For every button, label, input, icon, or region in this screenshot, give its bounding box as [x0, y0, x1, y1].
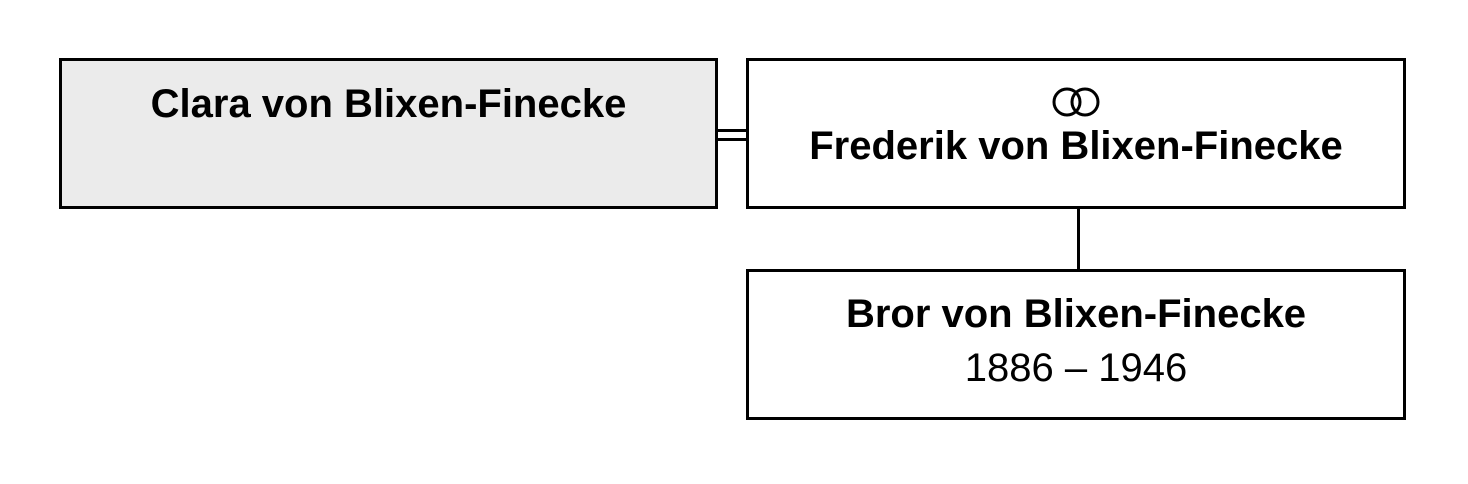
marriage-connector-line — [718, 138, 746, 141]
person-box-frederik[interactable]: Frederik von Blixen-Finecke — [746, 58, 1406, 209]
person-box-clara[interactable]: Clara von Blixen-Finecke — [59, 58, 718, 209]
marriage-rings-icon — [1052, 87, 1100, 117]
person-name: Bror von Blixen-Finecke — [845, 292, 1307, 336]
parent-child-connector-line — [1077, 209, 1080, 269]
person-box-bror[interactable]: Bror von Blixen-Finecke 1886 – 1946 — [746, 269, 1406, 420]
marriage-connector-line — [718, 129, 746, 132]
person-name: Frederik von Blixen-Finecke — [809, 124, 1343, 168]
person-name: Clara von Blixen-Finecke — [150, 82, 627, 126]
person-dates: 1886 – 1946 — [964, 346, 1188, 390]
